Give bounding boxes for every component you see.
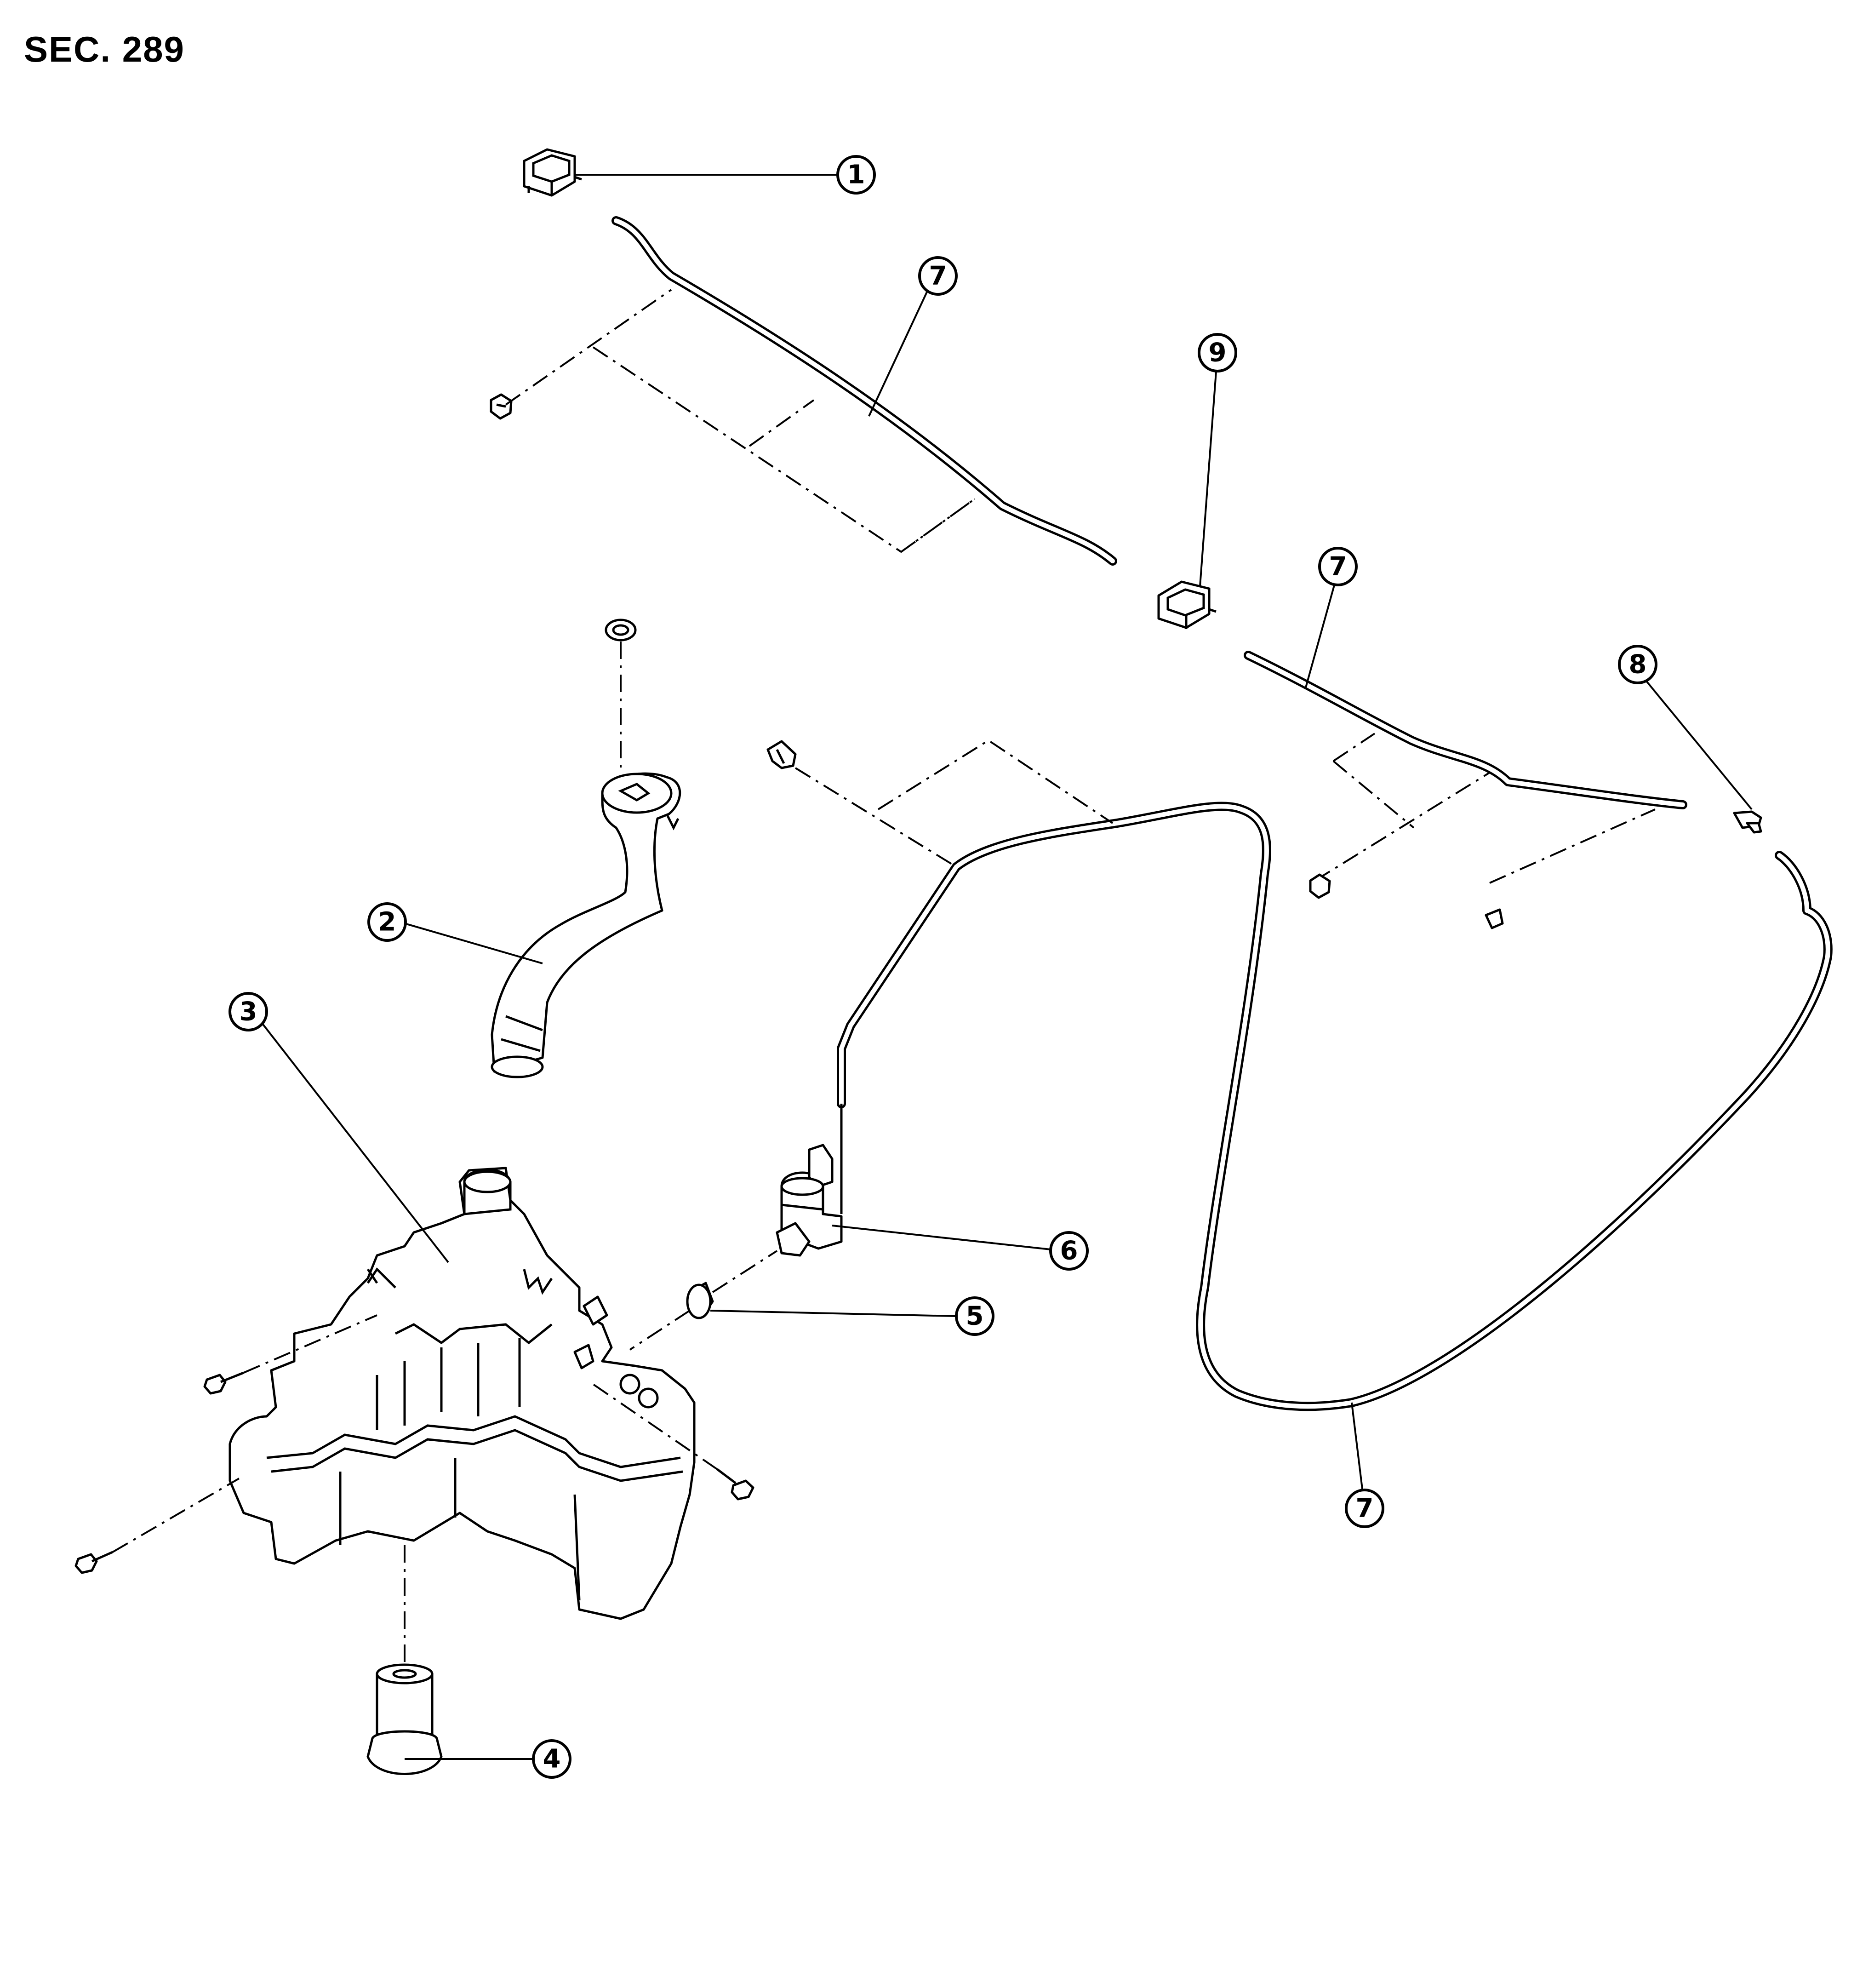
callout-7-right: 7 — [1318, 547, 1358, 586]
leader-6 — [832, 1225, 1051, 1250]
callout-7-upper-number: 7 — [929, 261, 947, 291]
dashed-guide-bolt-1 — [243, 1314, 377, 1374]
dashed-guide-upper — [505, 289, 976, 553]
callout-3-number: 3 — [240, 997, 257, 1027]
callout-7-upper: 7 — [918, 256, 958, 296]
callout-1-number: 1 — [847, 160, 865, 190]
callout-4-number: 4 — [543, 1744, 561, 1774]
section-label: SEC. 289 — [24, 29, 185, 69]
dashed-guide-long — [794, 739, 1114, 868]
callout-9: 9 — [1198, 333, 1237, 372]
filler-neck — [491, 772, 681, 1078]
leader-9 — [1199, 371, 1217, 587]
filler-cap-seal — [605, 619, 637, 642]
dashed-guide-right — [1314, 733, 1656, 884]
callout-9-number: 9 — [1209, 338, 1227, 368]
leader-7b — [1305, 580, 1337, 688]
callout-6-number: 6 — [1060, 1236, 1078, 1266]
leader-8 — [1645, 680, 1753, 810]
callout-7-right-number: 7 — [1329, 552, 1347, 582]
tank-grommet — [366, 1663, 443, 1775]
hose-clip-long — [766, 740, 797, 769]
washer-hose-long — [837, 802, 1833, 1411]
callout-8-number: 8 — [1629, 650, 1647, 680]
callout-5-number: 5 — [966, 1301, 984, 1331]
washer-hose-upper — [611, 216, 1117, 566]
washer-hose-right — [1244, 651, 1687, 809]
bolt-right — [716, 1468, 754, 1501]
hose-clip-right-2 — [1485, 908, 1504, 929]
washer-nozzle-middle — [1157, 580, 1217, 629]
dashed-guide-grommet — [629, 1250, 778, 1351]
washer-nozzle-upper — [523, 148, 582, 197]
callout-7-lower-number: 7 — [1356, 1494, 1374, 1524]
washer-pump — [776, 1104, 843, 1257]
callout-4: 4 — [532, 1739, 571, 1779]
leader-7a — [868, 278, 934, 417]
hose-clip-upper — [490, 393, 513, 420]
hose-clip-right-1 — [1309, 873, 1331, 899]
bolt-left-upper — [203, 1371, 244, 1395]
callout-1: 1 — [836, 155, 876, 195]
hose-joint — [1733, 810, 1762, 834]
callout-7-lower: 7 — [1345, 1489, 1384, 1528]
callout-2-number: 2 — [378, 907, 396, 937]
washer-tank — [229, 1167, 696, 1620]
bolt-left-lower — [74, 1551, 114, 1574]
callout-8: 8 — [1618, 645, 1657, 684]
dashed-guide-bolt-2 — [112, 1478, 240, 1553]
leader-2 — [404, 922, 543, 964]
pump-grommet — [686, 1282, 714, 1319]
callout-3: 3 — [229, 992, 268, 1031]
leader-3 — [261, 1022, 449, 1263]
callout-2: 2 — [367, 902, 407, 942]
callout-5: 5 — [955, 1296, 994, 1336]
leader-5 — [710, 1310, 957, 1317]
callout-6: 6 — [1049, 1231, 1089, 1271]
dashed-guide-bolt-3 — [592, 1383, 718, 1470]
leader-7c — [1351, 1402, 1363, 1490]
